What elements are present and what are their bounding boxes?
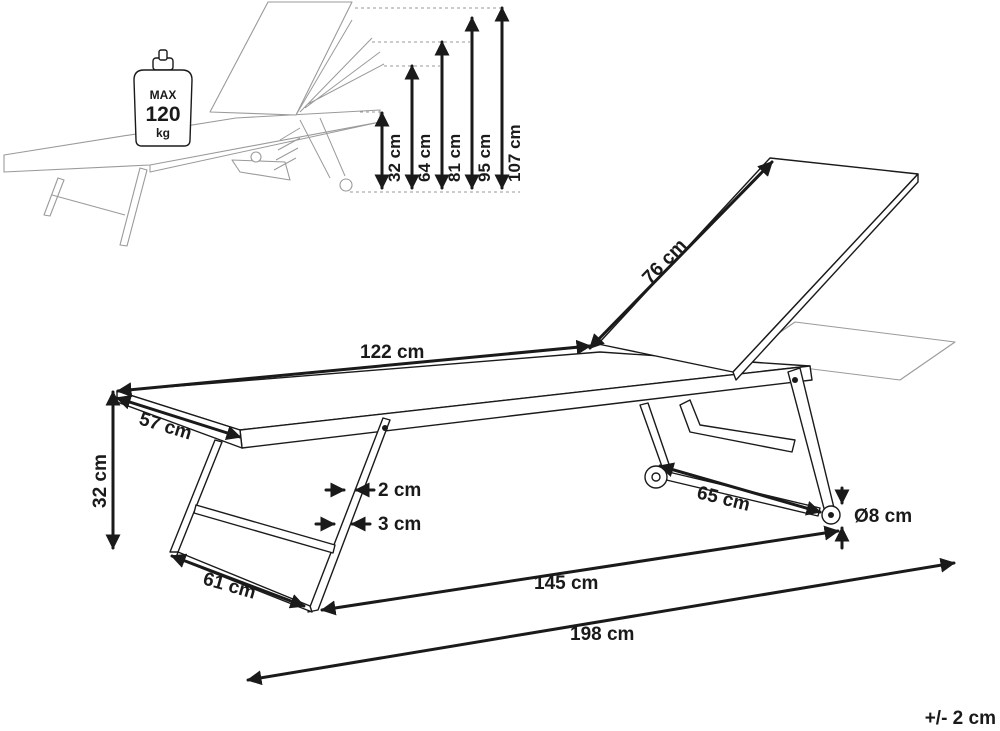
label-tube-small: 2 cm <box>378 480 421 501</box>
label-tube-large: 3 cm <box>378 514 421 535</box>
inset-height-arrows <box>374 6 510 190</box>
weight-unit: kg <box>156 126 170 140</box>
weight-max-label: MAX <box>150 88 177 102</box>
dim-line-rear-span <box>658 462 822 516</box>
dim-line-total-length <box>246 557 956 686</box>
inset-lounger-outline <box>3 1 385 247</box>
dim-line-width <box>115 394 242 441</box>
inset-height-guides <box>350 7 520 193</box>
height-label-5: 107 cm <box>505 124 524 182</box>
weight-icon: MAX 120 kg <box>133 49 193 147</box>
dim-line-backrest <box>588 160 774 350</box>
label-wheel-diameter: Ø8 cm <box>854 506 912 527</box>
height-label-2: 64 cm <box>415 134 434 182</box>
rear-legs <box>787 367 841 525</box>
dim-line-leg-distance <box>320 525 840 616</box>
label-leg-distance: 145 cm <box>534 573 598 594</box>
height-label-4: 95 cm <box>475 134 494 182</box>
label-seat-length: 122 cm <box>360 342 424 363</box>
height-label-3: 81 cm <box>445 134 464 182</box>
tolerance-note: +/- 2 cm <box>925 708 996 729</box>
dim-line-seat <box>116 339 592 398</box>
label-total-length: 198 cm <box>570 624 634 645</box>
label-seat-height: 32 cm <box>90 454 111 508</box>
weight-value: 120 <box>145 103 180 126</box>
height-label-1: 32 cm <box>385 134 404 182</box>
label-rear-span: 65 cm <box>695 482 752 515</box>
